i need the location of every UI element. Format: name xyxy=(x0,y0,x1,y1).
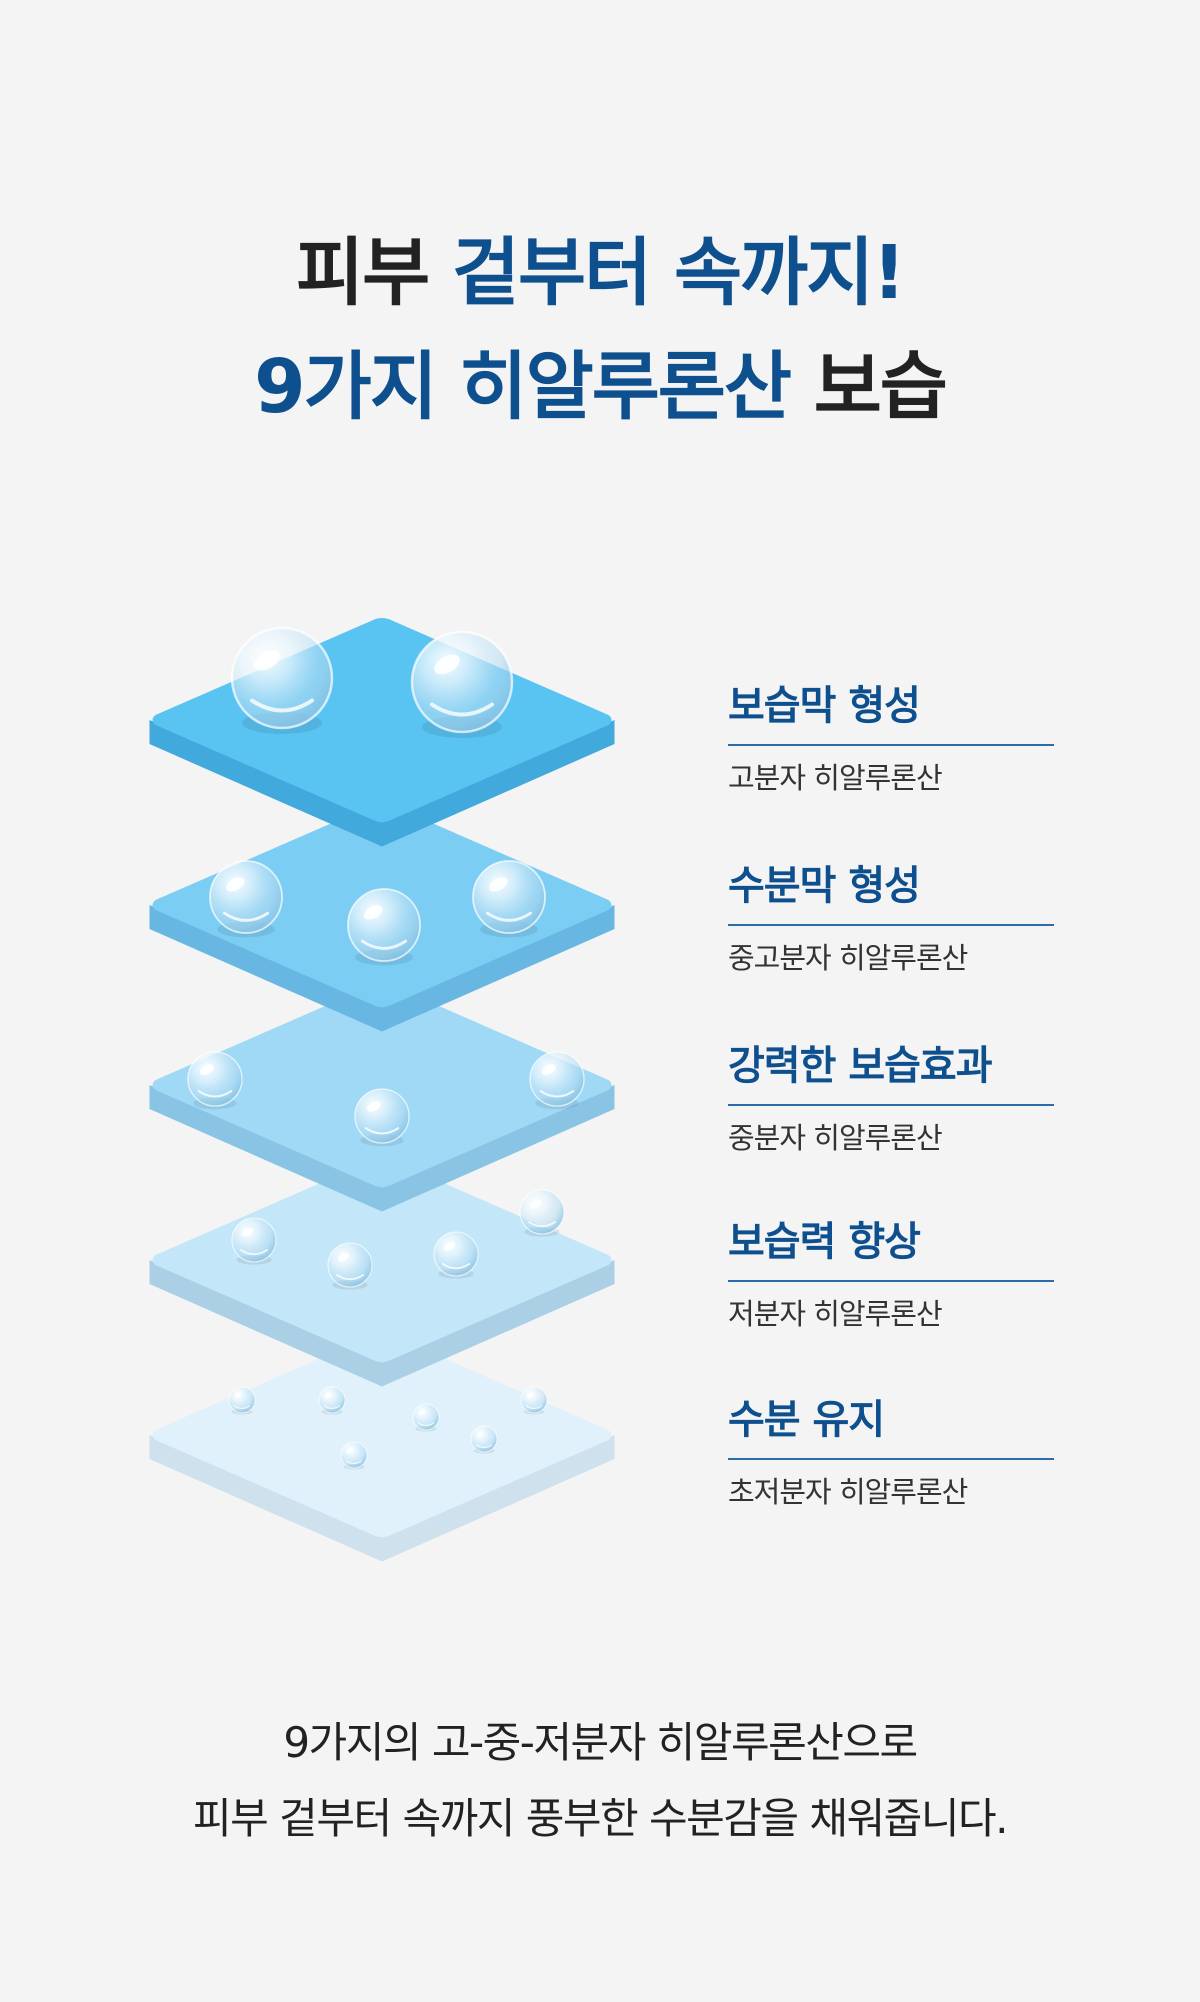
water-droplet-icon xyxy=(412,1403,440,1432)
hydration-layer-5 xyxy=(149,1333,615,1562)
hyaluronic-layers-illustration xyxy=(149,618,615,1562)
layer-1-side xyxy=(149,720,615,847)
layer-4-top xyxy=(152,1158,612,1362)
layer-5-top xyxy=(152,1333,612,1537)
hydration-layer-2 xyxy=(149,803,615,1032)
water-droplet-icon xyxy=(209,860,283,938)
hydration-layer-1 xyxy=(149,618,615,847)
water-droplet-icon xyxy=(433,1231,479,1279)
headline-line-2-blue: 9가지 히알루론산 xyxy=(254,344,792,430)
water-droplet-icon xyxy=(520,1386,548,1415)
headline-line-1: 피부 겉부터 속까지! xyxy=(0,236,1200,310)
water-droplet-icon xyxy=(340,1441,368,1470)
water-droplet-icon xyxy=(228,1386,256,1415)
water-droplet-icon xyxy=(529,1051,585,1110)
water-droplet-icon xyxy=(231,1217,277,1265)
water-droplet-icon xyxy=(187,1051,243,1110)
water-droplet-icon xyxy=(470,1425,498,1454)
water-droplet-icon xyxy=(410,630,514,738)
layer-label-4-subtitle: 저분자 히알루론산 xyxy=(728,1297,943,1331)
layer-label-4-title: 보습력 향상 xyxy=(728,1222,1054,1282)
layer-1-top xyxy=(152,618,612,822)
layer-label-2-subtitle: 중고분자 히알루론산 xyxy=(728,941,968,975)
layer-label-1-subtitle: 고분자 히알루론산 xyxy=(728,761,943,795)
headline-line-2: 9가지 히알루론산 보습 xyxy=(0,350,1200,424)
layer-label-3-title: 강력한 보습효과 xyxy=(728,1046,1054,1106)
layer-3-side xyxy=(149,1085,615,1212)
water-droplet-icon xyxy=(318,1386,346,1415)
layer-2-side xyxy=(149,905,615,1032)
headline-line-2-dark: 보습 xyxy=(789,344,948,430)
layer-label-5: 수분 유지 초저분자 히알루론산 xyxy=(728,1400,1054,1507)
water-droplet-icon xyxy=(230,626,334,734)
layer-label-2-title: 수분막 형성 xyxy=(728,866,1054,926)
layer-label-4: 보습력 향상 저분자 히알루론산 xyxy=(728,1222,1054,1329)
hydration-layer-4 xyxy=(149,1158,615,1387)
footer-line-2: 피부 겉부터 속까지 풍부한 수분감을 채워줍니다. xyxy=(193,1794,1008,1843)
water-droplet-icon xyxy=(327,1242,373,1290)
layer-3-top xyxy=(152,983,612,1187)
water-droplet-icon xyxy=(354,1088,410,1147)
layer-label-1: 보습막 형성 고분자 히알루론산 xyxy=(728,686,1054,793)
layer-4-side xyxy=(149,1260,615,1387)
headline-line-1-dark: 피부 xyxy=(296,230,452,316)
layer-label-3: 강력한 보습효과 중분자 히알루론산 xyxy=(728,1046,1054,1153)
headline-line-1-blue: 겉부터 속까지! xyxy=(451,230,906,316)
layer-label-3-subtitle: 중분자 히알루론산 xyxy=(728,1121,943,1155)
layer-5-side xyxy=(149,1435,615,1562)
water-droplet-icon xyxy=(519,1189,565,1237)
water-droplet-icon xyxy=(347,888,421,966)
layer-label-1-title: 보습막 형성 xyxy=(728,686,1054,746)
layer-label-2: 수분막 형성 중고분자 히알루론산 xyxy=(728,866,1054,973)
layer-label-5-title: 수분 유지 xyxy=(728,1400,1054,1460)
layer-label-5-subtitle: 초저분자 히알루론산 xyxy=(728,1475,968,1509)
water-droplet-icon xyxy=(472,860,546,938)
hydration-layer-3 xyxy=(149,983,615,1212)
footer-line-1: 9가지의 고-중-저분자 히알루론산으로 xyxy=(283,1718,918,1767)
